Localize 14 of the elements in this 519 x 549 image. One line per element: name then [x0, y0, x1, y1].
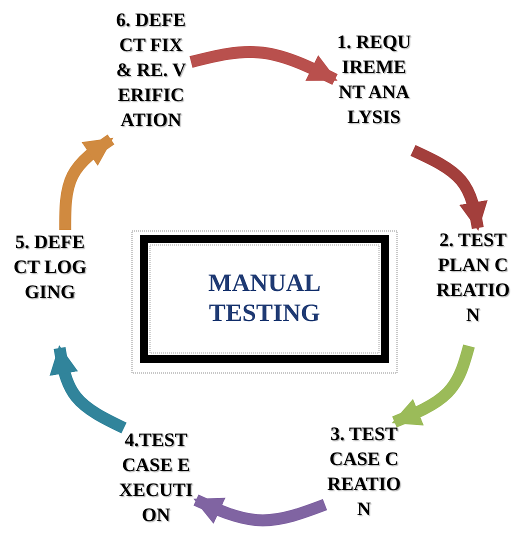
step-label: 3. TESTCASE CREATION: [325, 422, 403, 549]
step-label: 4.TEST CASE EXECUTION: [116, 428, 196, 528]
curved-arrow: [410, 145, 488, 231]
step-label: 2. TEST PLAN CREATION: [433, 228, 513, 346]
step-label: 5. DEFECT LOGGING: [10, 230, 90, 348]
curved-arrow: [190, 46, 338, 85]
step-label: 6. DEFECT FIX & RE. VERIFICATION: [111, 8, 191, 188]
step-label: 1. REQUIREMENT ANALYSIS: [335, 30, 413, 195]
title-frame: [140, 235, 389, 363]
curved-arrow: [193, 494, 328, 526]
curved-arrow: [50, 345, 127, 434]
curved-arrow: [59, 134, 114, 230]
curved-arrow: [392, 344, 475, 428]
title-text: MANUAL TESTING: [207, 269, 322, 329]
